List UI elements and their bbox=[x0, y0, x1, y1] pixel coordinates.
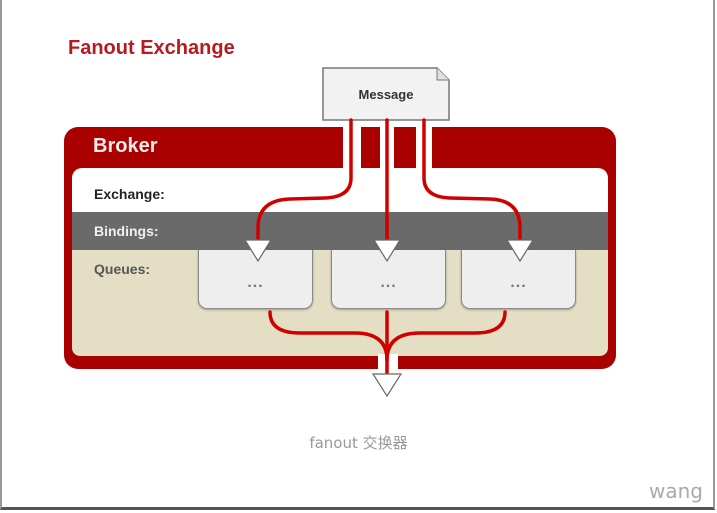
queue-label: ... bbox=[510, 274, 527, 291]
arrow-down-icon bbox=[505, 239, 535, 263]
caption: fanout 交换器 bbox=[309, 434, 408, 452]
arrow-down-icon bbox=[243, 239, 273, 263]
page-fold-icon bbox=[436, 68, 449, 81]
message-document-icon bbox=[322, 67, 450, 121]
exchange-row bbox=[72, 168, 608, 212]
diagram-title: Fanout Exchange bbox=[68, 37, 235, 59]
queue-box: ... bbox=[331, 250, 446, 309]
queue-box: ... bbox=[461, 250, 576, 309]
exchange-label: Exchange: bbox=[94, 186, 165, 202]
watermark: wang bbox=[649, 479, 703, 503]
fanout-line-right bbox=[422, 118, 522, 242]
arrow-down-icon bbox=[372, 239, 402, 263]
merge-line-right bbox=[385, 310, 507, 362]
fanout-line-left bbox=[256, 118, 353, 242]
message-label: Message bbox=[358, 87, 414, 102]
output-arrow-icon bbox=[371, 373, 403, 398]
merge-line-left bbox=[268, 310, 389, 362]
broker-label: Broker bbox=[93, 135, 158, 157]
queues-label: Queues: bbox=[94, 261, 151, 277]
bindings-label: Bindings: bbox=[94, 223, 159, 239]
queue-box: ... bbox=[198, 250, 313, 309]
queue-label: ... bbox=[380, 274, 397, 291]
queue-label: ... bbox=[247, 274, 264, 291]
